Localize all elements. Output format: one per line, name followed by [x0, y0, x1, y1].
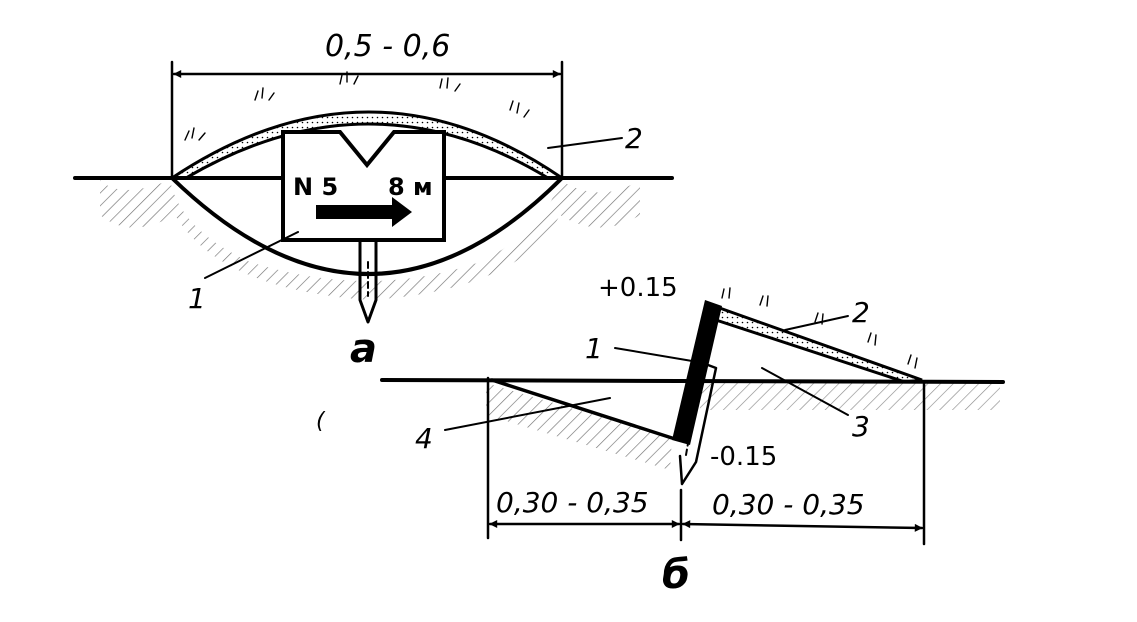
leader-2-b — [784, 315, 849, 331]
ground-hatch-b — [486, 383, 672, 470]
trench — [490, 378, 674, 440]
stray-mark: ( — [316, 409, 326, 434]
grass-tufts-b — [721, 287, 918, 369]
callout-2-a: 2 — [625, 122, 643, 155]
grass-tufts-a — [184, 71, 530, 141]
callout-1-b: 1 — [585, 332, 603, 365]
diagram-b: 1 2 3 4 +0.15 -0.15 0,30 - 0,35 0,30 - 0… — [380, 273, 1005, 598]
callout-3-b: 3 — [852, 410, 870, 443]
caption-a: а — [350, 326, 377, 372]
sign-distance: 8 м — [388, 173, 433, 201]
right-dimension-label: 0,30 - 0,35 — [712, 488, 865, 521]
diagram-a: N 5 8 м 1 2 0,5 - 0,6 а — [73, 29, 674, 372]
callout-4-b: 4 — [415, 422, 433, 455]
ground-hatch-a — [100, 180, 640, 300]
marker-stake-b — [678, 360, 718, 486]
direction-arrow-icon — [316, 197, 412, 227]
caption-b: б — [662, 552, 690, 598]
leader-2-a — [547, 137, 623, 149]
ground-hatch-b-right — [700, 383, 1000, 410]
left-dimension-label: 0,30 - 0,35 — [496, 486, 649, 519]
right-dimension-line — [681, 520, 924, 532]
leader-3-b — [761, 367, 849, 416]
leader-4-b — [444, 397, 611, 431]
marker-sign: N 5 8 м — [281, 130, 446, 242]
callout-1-a: 1 — [188, 282, 206, 315]
inclined-post — [672, 300, 722, 445]
sign-number: N 5 — [293, 173, 338, 201]
callout-2-b: 2 — [852, 296, 870, 329]
marker-stake-a — [358, 238, 378, 324]
top-elevation-mark: +0.15 — [598, 273, 678, 303]
leader-1-b — [614, 347, 699, 363]
bottom-elevation-mark: -0.15 — [710, 442, 777, 472]
width-dimension-label: 0,5 - 0,6 — [325, 29, 450, 64]
mound-covering — [712, 303, 923, 384]
leader-1-a — [204, 231, 299, 279]
